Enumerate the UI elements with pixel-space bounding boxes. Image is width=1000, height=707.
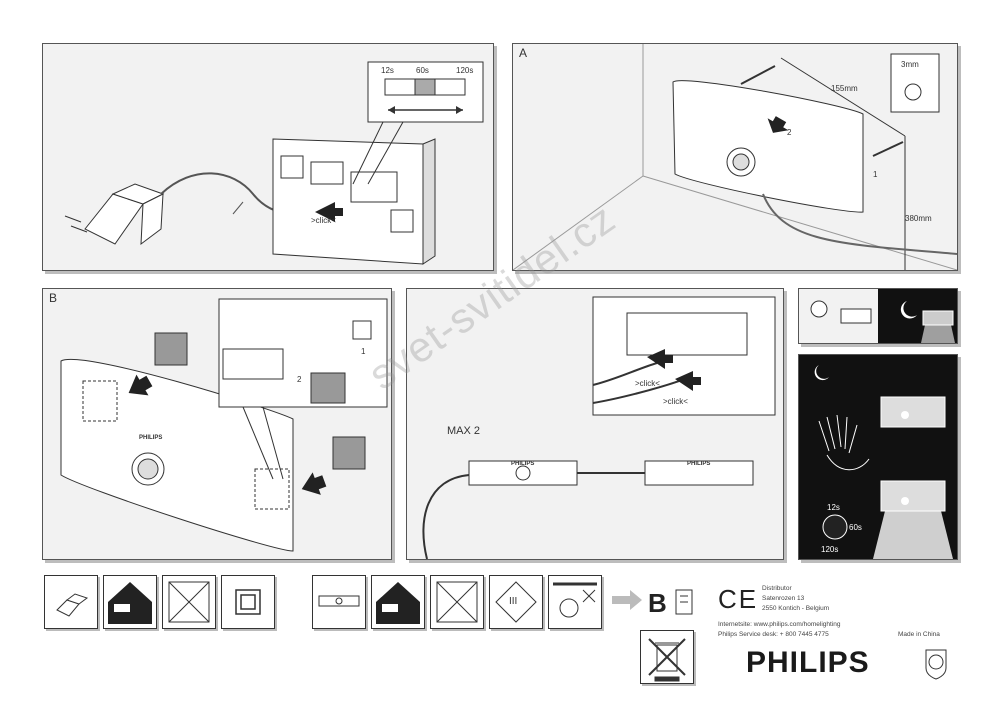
service-desk: Philips Service desk: + 800 7445 4775	[718, 631, 829, 638]
hand-wave-icon	[818, 414, 870, 471]
house-arrow-icon	[108, 582, 152, 624]
linking-illustration	[422, 296, 776, 559]
max-units-label: MAX 2	[447, 425, 481, 437]
indoor-use-box	[103, 575, 157, 629]
dimension-3mm: 3mm	[901, 60, 919, 69]
philips-logo: PHILIPS	[746, 646, 870, 679]
step-2-label: 2	[787, 128, 792, 137]
panel-power-connection: 12s 60s 120s >click<	[42, 43, 494, 271]
power-adapter-icon	[64, 183, 165, 246]
lamp-unit-icon	[318, 595, 360, 607]
panel-a-label: A	[519, 46, 528, 60]
click-label: >click<	[311, 216, 336, 225]
step-1-label: 1	[361, 347, 366, 356]
made-in: Made in China	[898, 631, 940, 638]
sun-icon	[810, 300, 828, 318]
internet-site[interactable]: Internetsite: www.philips.com/homelighti…	[718, 621, 841, 628]
weee-bin-box	[640, 630, 694, 684]
bathroom-no-zone-icon	[436, 581, 478, 623]
no-ceiling-mount-box	[548, 575, 602, 629]
ce-mark: CE	[718, 584, 759, 614]
moon-icon	[814, 365, 829, 381]
double-insulation-icon	[235, 589, 261, 615]
class-iii-icon	[495, 581, 537, 623]
bathroom-no-zone-icon	[168, 581, 210, 623]
click-label-2: >click<	[663, 397, 688, 406]
timer-label-60s: 60s	[416, 66, 429, 75]
adapter-symbol-box	[44, 575, 98, 629]
class-iii-label: III	[509, 596, 518, 607]
timer-label-12s: 12s	[381, 66, 394, 75]
battery-class-letter: B	[648, 588, 667, 618]
panel-b-label: B	[49, 291, 58, 305]
bathroom-zone-box	[162, 575, 216, 629]
brand-on-unit-2: PHILIPS	[687, 461, 711, 467]
class-iii-box: III	[489, 575, 543, 629]
panel-a-mounting: A 3mm 155mm 380mm 1 2	[512, 43, 958, 271]
house-arrow-icon	[376, 582, 420, 624]
motion-sensor-illustration	[814, 365, 953, 559]
click-label-1: >click<	[635, 379, 660, 388]
day-night-illustration	[810, 300, 955, 343]
panel-linking: >click< >click< MAX 2 PHILIPS PHILIPS	[406, 288, 784, 560]
distributor-line-2: Satenrozen 13	[762, 595, 805, 602]
manual-book-icon	[675, 589, 693, 615]
filter-illustration	[60, 298, 388, 552]
panel-day-night	[798, 288, 958, 344]
panel-motion-sensor: 12s 60s 120s	[798, 354, 958, 560]
timer-label-120s: 120s	[456, 66, 474, 75]
indoor-use-box-2	[371, 575, 425, 629]
no-ceiling-icon	[553, 582, 597, 618]
distributor-line-1: Distributor	[762, 585, 792, 592]
step-1-label: 1	[873, 170, 878, 179]
brand-on-unit: PHILIPS	[139, 435, 163, 441]
philips-shield-icon	[925, 649, 947, 680]
arrow-right-icon	[612, 590, 642, 610]
unit-symbol-box	[312, 575, 366, 629]
power-connection-illustration	[64, 61, 484, 265]
night-timer-12s: 12s	[827, 503, 840, 512]
class-ii-box	[221, 575, 275, 629]
dimension-380mm: 380mm	[905, 214, 932, 223]
brand-on-unit-1: PHILIPS	[511, 461, 535, 467]
bathroom-zone-box-2	[430, 575, 484, 629]
plug-icon	[56, 593, 89, 617]
crossed-bin-icon	[648, 638, 686, 682]
dimension-155mm: 155mm	[831, 84, 858, 93]
panel-b-filter: B 1 2 PHILIPS	[42, 288, 392, 560]
mounting-illustration	[513, 44, 957, 270]
night-timer-60s: 60s	[849, 523, 862, 532]
distributor-line-3: 2550 Kontich - Belgium	[762, 605, 830, 612]
step-2-label: 2	[297, 375, 302, 384]
night-timer-120s: 120s	[821, 545, 839, 554]
moon-icon	[900, 301, 917, 319]
